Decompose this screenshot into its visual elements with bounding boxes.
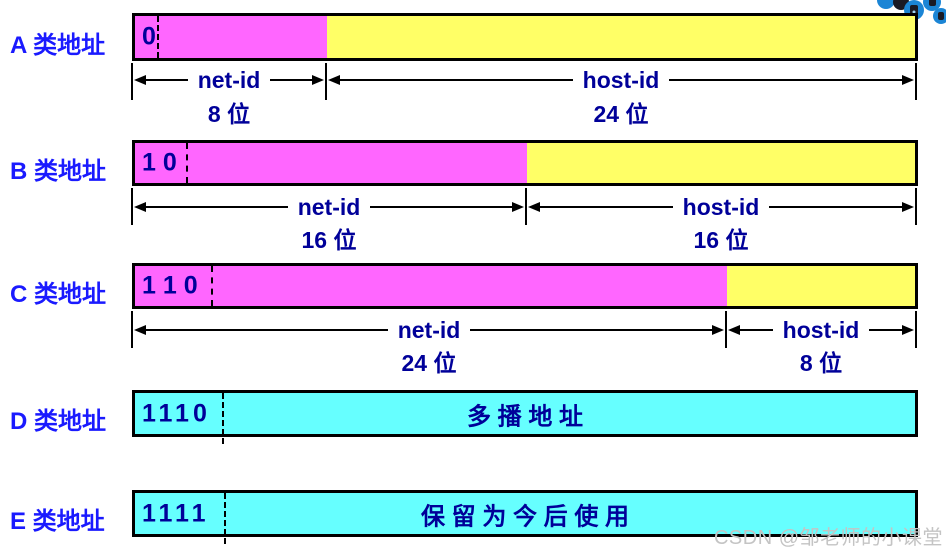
class-b-netid-measure: net-id [134, 193, 525, 220]
class-b-tick-mid [525, 188, 527, 225]
class-a-netid-segment [135, 16, 327, 58]
class-b-netid-segment [135, 143, 527, 183]
arrow-left-icon [134, 202, 146, 212]
class-b-hostid-measure: host-id [528, 195, 914, 219]
class-d-prefix-bits: 1110 [142, 399, 211, 427]
class-b-netid-bits: 16 位 [301, 227, 357, 253]
class-c-netid-segment [135, 266, 727, 306]
class-c-tick-mid [725, 311, 727, 348]
class-b-tick-right [915, 188, 917, 225]
class-c-tick-left [131, 311, 133, 348]
class-b-hostid-name: host-id [682, 193, 760, 220]
class-c-bit-divider [211, 266, 213, 306]
class-a-tick-left [131, 63, 133, 100]
arrow-left-icon [728, 325, 740, 335]
class-c-hostid-name: host-id [782, 316, 860, 343]
class-a-bit-divider [157, 16, 159, 58]
class-a-hostid-measure: host-id [328, 68, 914, 92]
class-c-netid-measure: net-id [134, 316, 725, 343]
class-a-tick-mid [325, 63, 327, 100]
arrow-right-icon [902, 325, 914, 335]
class-a-netid-bits: 8 位 [207, 101, 251, 127]
class-b-hostid-bits: 16 位 [693, 227, 749, 253]
class-c-netid-bits: 24 位 [401, 350, 457, 376]
class-b-tick-left [131, 188, 133, 225]
class-e-box: 1111 保 留 为 今 后 使 用 [132, 490, 918, 544]
class-c-tick-right [915, 311, 917, 348]
class-d-label: D 类地址 [10, 408, 106, 435]
class-a-hostid-bits: 24 位 [593, 101, 649, 127]
class-e-prefix-bits: 1111 [142, 499, 210, 527]
arrow-right-icon [902, 75, 914, 85]
arrow-left-icon [134, 325, 146, 335]
class-b-bit-divider [186, 143, 188, 183]
class-d-bit-divider [222, 393, 224, 444]
class-c-hostid-segment [727, 266, 915, 306]
class-a-hostid-segment [327, 16, 915, 58]
class-a-netid-measure: net-id [134, 66, 325, 93]
class-b-prefix-bits: 1 0 [142, 148, 177, 177]
class-c-prefix-bits: 1 1 0 [142, 271, 198, 300]
arrow-left-icon [328, 75, 340, 85]
class-a-label: A 类地址 [10, 32, 106, 59]
class-d-content: 多 播 地 址 [466, 403, 583, 430]
class-d-box: 1110 多 播 地 址 [132, 390, 918, 444]
class-c-hostid-measure: host-id [728, 318, 914, 342]
arrow-right-icon [512, 202, 525, 212]
arrow-left-icon [528, 202, 540, 212]
class-b-hostid-segment [527, 143, 915, 183]
arrow-right-icon [712, 325, 725, 335]
class-a-hostid-name: host-id [582, 66, 660, 93]
class-b-label: B 类地址 [10, 158, 106, 185]
class-a-box: 0 [132, 13, 918, 61]
class-c-box: 1 1 0 [132, 263, 918, 309]
class-e-content: 保 留 为 今 后 使 用 [420, 503, 629, 530]
class-c-hostid-bits: 8 位 [799, 350, 843, 376]
class-a-prefix-bits: 0 [142, 22, 156, 51]
arrow-left-icon [134, 75, 146, 85]
arrow-right-icon [312, 75, 325, 85]
class-b-box: 1 0 [132, 140, 918, 186]
class-c-label: C 类地址 [10, 281, 106, 308]
class-c-netid-name: net-id [397, 316, 461, 343]
csdn-watermark: CSDN @邹老师的小课堂 [713, 527, 943, 549]
class-a-tick-right [915, 63, 917, 100]
arrow-right-icon [902, 202, 914, 212]
class-b-netid-name: net-id [297, 193, 361, 220]
class-e-label: E 类地址 [10, 508, 105, 535]
class-e-bit-divider [224, 493, 226, 544]
class-a-netid-name: net-id [197, 66, 261, 93]
